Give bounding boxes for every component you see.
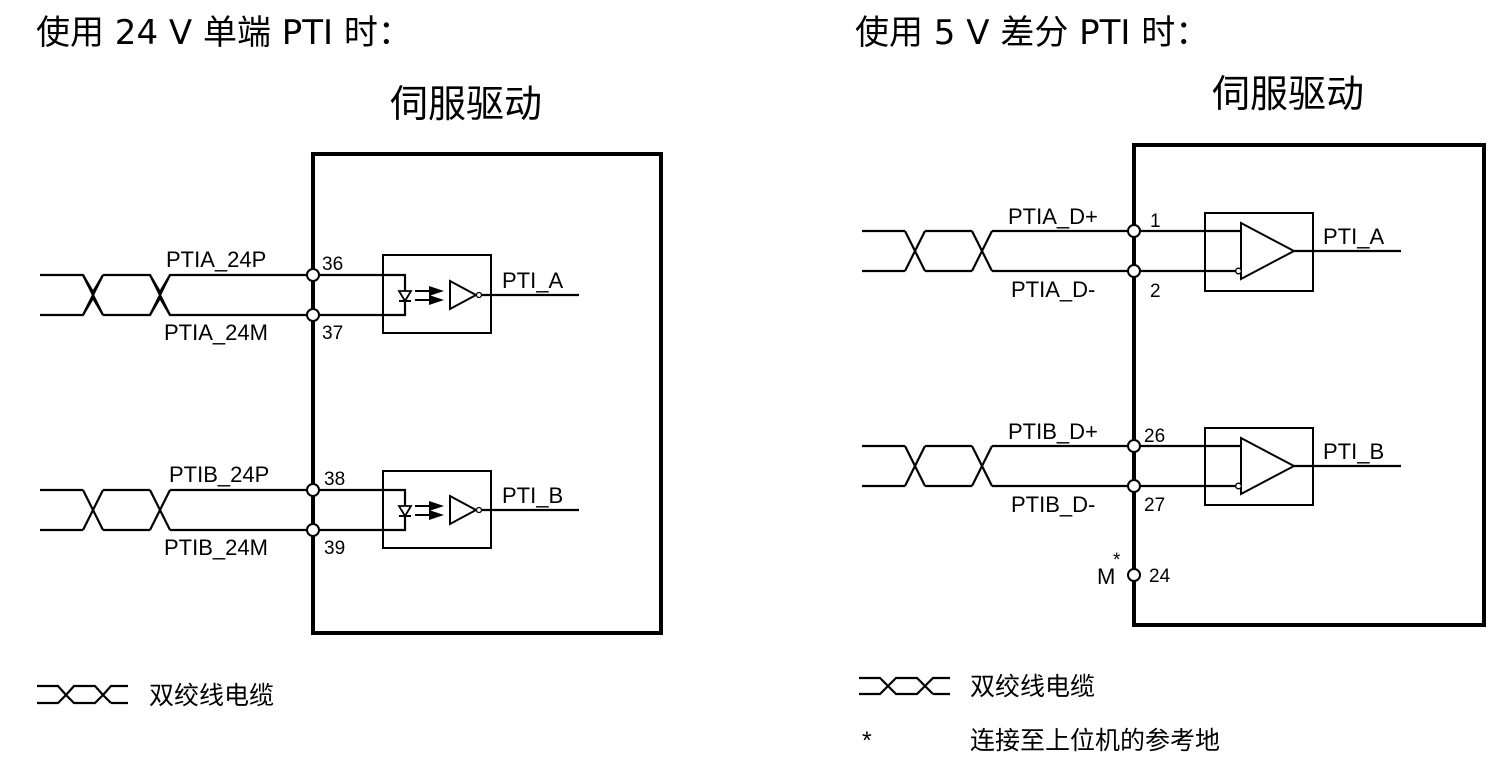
- optocoupler-icon: [382, 470, 492, 549]
- signal-label: PTIA_24P: [166, 247, 266, 272]
- signal-label: PTIA_24M: [164, 320, 268, 345]
- inverting-input-bubble: [1235, 267, 1242, 275]
- signal-label: PTIB_24P: [169, 462, 269, 487]
- signal-wires: [103, 488, 313, 532]
- pin-number: 38: [324, 469, 345, 490]
- inverter-bubble: [475, 506, 483, 514]
- internal-wiring: [1134, 444, 1241, 488]
- ground-asterisk: *: [1113, 550, 1121, 571]
- twisted-pair-cable-icon: [40, 273, 104, 295]
- internal-wiring: [313, 488, 407, 532]
- left-legend: 双绞线电缆: [37, 681, 274, 710]
- amplifier-triangle: [1240, 221, 1297, 281]
- twisted-pair-cable-icon: [40, 295, 104, 317]
- led-diode-icon: [397, 290, 413, 303]
- pin-number: 36: [322, 254, 343, 275]
- right-legend: 双绞线电缆 * 连接至上位机的参考地: [859, 672, 1220, 755]
- twisted-pair-cable-icon: [862, 229, 905, 273]
- left-servo-drive-box: [311, 152, 663, 635]
- twisted-pair-icon-part: [102, 684, 128, 705]
- left-panel-title: 使用 24 V 单端 PTI 时：: [36, 13, 412, 53]
- buffer-triangle-icon: [449, 494, 479, 526]
- ground-terminal: M * 24: [1097, 550, 1171, 589]
- internal-wiring: [1134, 229, 1241, 273]
- terminal-node: [1127, 264, 1141, 278]
- pin-number: 27: [1144, 495, 1165, 516]
- pin-number: 37: [322, 323, 343, 344]
- ground-label: M: [1097, 564, 1115, 589]
- right-channel-b: PTIB_D+ PTIB_D- 26 27 PTI_B: [862, 419, 1401, 517]
- optocoupler-icon: [382, 254, 492, 334]
- terminal-node: [306, 268, 320, 282]
- signal-label: PTIB_24M: [164, 535, 268, 560]
- left-channel-a: PTIA_24P PTIA_24M 36 37 PTI_A: [40, 247, 579, 345]
- twist-crossings: [82, 489, 171, 531]
- twisted-pair-cable-icon: [862, 444, 905, 488]
- left-panel: 使用 24 V 单端 PTI 时： 伺服驱动 PTIA_24P PTIA_24M…: [36, 13, 663, 710]
- light-arrows-icon: [415, 505, 430, 516]
- output-label: PTI_B: [1323, 439, 1384, 464]
- right-channel-a: PTIA_D+ PTIA_D- 1 2 PTI_A: [862, 204, 1401, 302]
- terminal-node: [306, 483, 320, 497]
- buffer-triangle-icon: [449, 279, 479, 311]
- right-panel: 使用 5 V 差分 PTI 时： 伺服驱动 PTIA_D+ PTIA_D- 1 …: [855, 13, 1486, 755]
- signal-label: PTIB_D+: [1008, 419, 1098, 444]
- pin-number: 1: [1150, 211, 1161, 232]
- signal-wire-pos: [103, 273, 313, 295]
- inverter-bubble: [475, 291, 483, 299]
- right-servo-drive-label: 伺服驱动: [1212, 72, 1364, 116]
- left-channel-b: PTIB_24P PTIB_24M 38 39 PTI_B: [40, 462, 579, 560]
- terminal-node: [1127, 439, 1141, 453]
- light-arrowheads: [429, 286, 444, 305]
- signal-wires: [925, 444, 1134, 488]
- legend-text: 双绞线电缆: [149, 681, 274, 710]
- signal-wires: [925, 229, 1134, 273]
- amplifier-triangle: [1240, 436, 1297, 496]
- terminal-node: [306, 308, 320, 322]
- twisted-pair-icon: [37, 684, 128, 705]
- twisted-pair-icon-part: [859, 676, 890, 696]
- signal-label: PTIA_D-: [1011, 277, 1095, 302]
- twist-crossings: [904, 445, 993, 487]
- legend-asterisk: *: [862, 727, 872, 755]
- twist-crossings: [82, 274, 171, 316]
- twisted-pair-icon: [859, 676, 950, 696]
- left-servo-drive-label: 伺服驱动: [390, 82, 542, 126]
- twisted-pair-icon-part: [924, 676, 950, 696]
- pin-number: 2: [1150, 281, 1161, 302]
- signal-wire-neg: [103, 295, 313, 317]
- terminal-node: [306, 523, 320, 537]
- light-arrows-icon: [415, 290, 430, 301]
- terminal-node: [1127, 224, 1141, 238]
- twisted-pair-icon-part: [65, 684, 105, 705]
- terminal-node: [1127, 568, 1141, 582]
- led-diode-icon: [397, 505, 413, 518]
- right-panel-title: 使用 5 V 差分 PTI 时：: [855, 13, 1209, 53]
- twisted-pair-cable-icon: [40, 488, 83, 532]
- twisted-pair-icon-part: [37, 684, 68, 705]
- pin-number: 39: [324, 538, 345, 559]
- inverting-input-bubble: [1235, 482, 1242, 490]
- internal-wiring: [313, 273, 407, 317]
- pin-number: 26: [1144, 426, 1165, 447]
- output-label: PTI_A: [1323, 224, 1384, 249]
- output-label: PTI_A: [502, 268, 563, 293]
- twisted-pair-icon-part: [887, 676, 927, 696]
- signal-label: PTIA_D+: [1008, 204, 1098, 229]
- terminal-node: [1127, 479, 1141, 493]
- right-servo-drive-box: [1132, 143, 1486, 627]
- output-label: PTI_B: [502, 483, 563, 508]
- signal-label: PTIB_D-: [1011, 492, 1095, 517]
- twist-crossings: [904, 230, 993, 272]
- legend-text: 连接至上位机的参考地: [970, 726, 1220, 755]
- legend-text: 双绞线电缆: [970, 672, 1095, 701]
- light-arrowheads: [429, 501, 444, 520]
- pin-number: 24: [1149, 566, 1171, 587]
